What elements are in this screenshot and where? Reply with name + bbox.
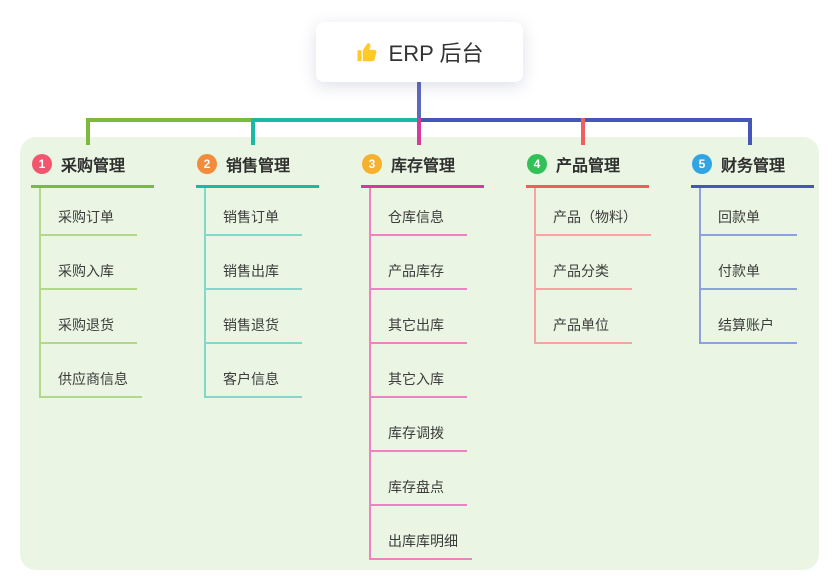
thumbs-up-icon	[357, 43, 376, 62]
child-node-label: 其它入库	[388, 371, 444, 387]
child-node-label: 付款单	[718, 263, 760, 279]
child-node-label: 产品分类	[553, 263, 609, 279]
child-node-label: 产品（物料）	[553, 209, 637, 225]
branch-label: 库存管理	[391, 158, 456, 175]
child-node[interactable]: 产品库存	[371, 236, 467, 290]
child-node[interactable]: 结算账户	[701, 290, 797, 344]
child-node-label: 库存调拨	[388, 425, 444, 441]
branch-index-badge: 4	[527, 154, 547, 174]
child-node[interactable]: 仓库信息	[371, 188, 467, 236]
child-node-label: 仓库信息	[388, 209, 444, 225]
child-node[interactable]: 其它入库	[371, 344, 467, 398]
child-node[interactable]: 产品（物料）	[536, 188, 651, 236]
branch-index-badge: 5	[692, 154, 712, 174]
branch-node[interactable]: 1 采购管理	[31, 146, 154, 188]
branch-children: 销售订单销售出库销售退货客户信息	[204, 188, 360, 398]
child-node[interactable]: 其它出库	[371, 290, 467, 344]
branch-node[interactable]: 5 财务管理	[691, 146, 814, 188]
child-node-label: 销售订单	[223, 209, 279, 225]
connector-rail-segment	[419, 118, 752, 122]
child-node[interactable]: 销售退货	[206, 290, 302, 344]
branch-connector-line	[86, 118, 90, 145]
connector-rail-segment	[86, 118, 253, 122]
child-node-label: 结算账户	[718, 317, 774, 333]
branch-node[interactable]: 4 产品管理	[526, 146, 649, 188]
branch-column-4: 4 产品管理 产品（物料） 产品分类产品单位	[526, 146, 690, 344]
child-node-label: 出库库明细	[388, 533, 458, 549]
child-node[interactable]: 客户信息	[206, 344, 302, 398]
child-node-label: 供应商信息	[58, 371, 128, 387]
branch-node[interactable]: 3 库存管理	[361, 146, 484, 188]
branch-children: 回款单付款单结算账户	[699, 188, 839, 344]
branch-column-1: 1 采购管理 采购订单采购入库采购退货供应商信息	[31, 146, 195, 398]
branch-node[interactable]: 2 销售管理	[196, 146, 319, 188]
root-connector-line	[417, 82, 421, 120]
child-node[interactable]: 出库库明细	[371, 506, 472, 560]
child-node-label: 销售退货	[223, 317, 279, 333]
branch-column-2: 2 销售管理 销售订单销售出库销售退货客户信息	[196, 146, 360, 398]
child-node-label: 回款单	[718, 209, 760, 225]
child-node-label: 客户信息	[223, 371, 279, 387]
branch-column-5: 5 财务管理 回款单付款单结算账户	[691, 146, 839, 344]
child-node-label: 其它出库	[388, 317, 444, 333]
connector-rail-segment	[253, 118, 419, 122]
child-node-label: 产品库存	[388, 263, 444, 279]
child-node-label: 库存盘点	[388, 479, 444, 495]
child-node-label: 产品单位	[553, 317, 609, 333]
child-node-label: 采购订单	[58, 209, 114, 225]
child-node-label: 采购入库	[58, 263, 114, 279]
child-node-label: 采购退货	[58, 317, 114, 333]
child-node[interactable]: 采购退货	[41, 290, 137, 344]
child-node[interactable]: 付款单	[701, 236, 797, 290]
branch-children: 产品（物料） 产品分类产品单位	[534, 188, 690, 344]
branch-index-badge: 1	[32, 154, 52, 174]
child-node[interactable]: 销售订单	[206, 188, 302, 236]
branch-column-3: 3 库存管理 仓库信息产品库存其它出库其它入库库存调拨库存盘点出库库明细	[361, 146, 525, 560]
child-node[interactable]: 供应商信息	[41, 344, 142, 398]
branch-connector-line	[581, 118, 585, 145]
child-node[interactable]: 采购入库	[41, 236, 137, 290]
root-node-label: ERP 后台	[388, 41, 484, 66]
root-node-erp[interactable]: ERP 后台	[316, 22, 523, 82]
mindmap-panel	[20, 137, 819, 570]
branch-children: 采购订单采购入库采购退货供应商信息	[39, 188, 195, 398]
branch-label: 产品管理	[556, 158, 621, 175]
branch-index-badge: 3	[362, 154, 382, 174]
child-node[interactable]: 库存调拨	[371, 398, 467, 452]
branch-connector-line	[417, 118, 421, 145]
child-node[interactable]: 回款单	[701, 188, 797, 236]
child-node[interactable]: 采购订单	[41, 188, 137, 236]
branch-children: 仓库信息产品库存其它出库其它入库库存调拨库存盘点出库库明细	[369, 188, 525, 560]
branch-connector-line	[748, 118, 752, 145]
child-node[interactable]: 产品单位	[536, 290, 632, 344]
child-node[interactable]: 库存盘点	[371, 452, 467, 506]
child-node[interactable]: 产品分类	[536, 236, 632, 290]
branch-label: 采购管理	[61, 158, 126, 175]
child-node-label: 销售出库	[223, 263, 279, 279]
branch-label: 财务管理	[721, 158, 786, 175]
branch-label: 销售管理	[226, 158, 291, 175]
branch-index-badge: 2	[197, 154, 217, 174]
child-node[interactable]: 销售出库	[206, 236, 302, 290]
branch-connector-line	[251, 118, 255, 145]
